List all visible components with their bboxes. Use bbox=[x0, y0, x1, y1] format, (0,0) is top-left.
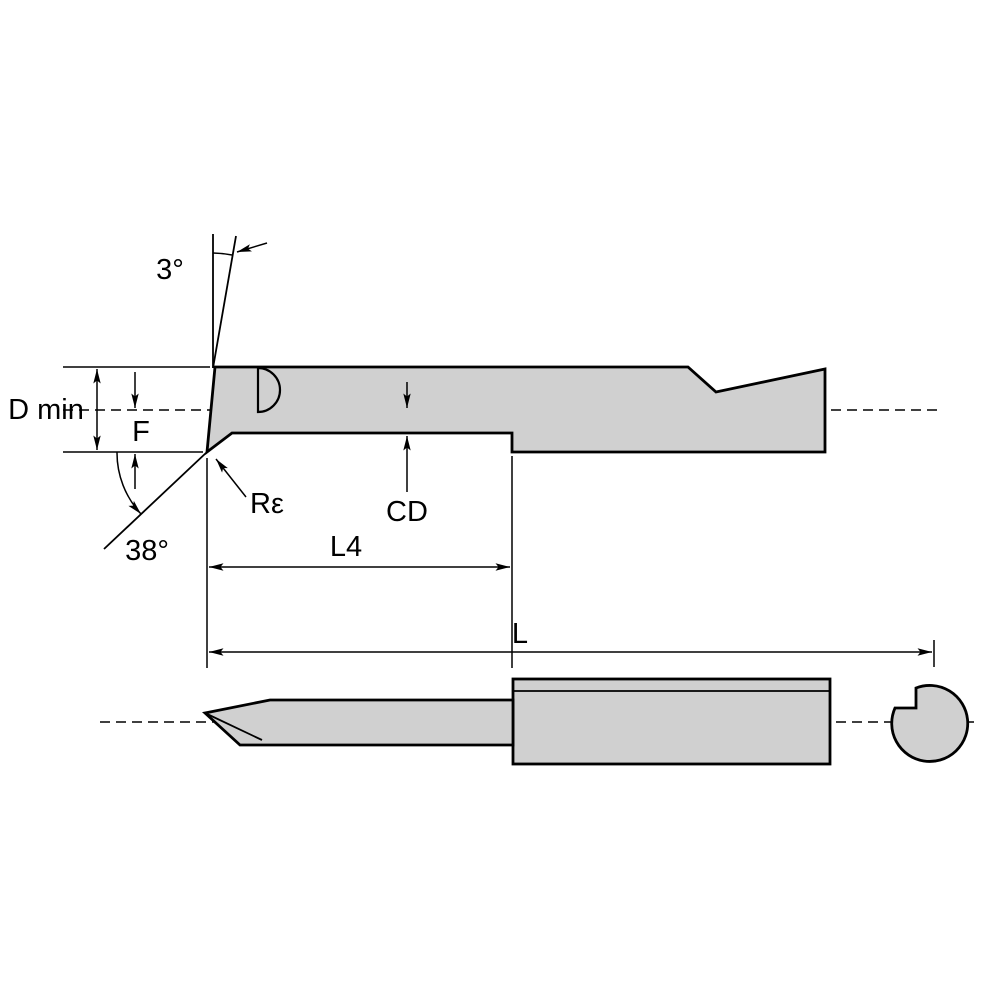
corner-radius-label: Rε bbox=[250, 488, 284, 520]
shank-plan bbox=[511, 677, 832, 766]
lead-angle-label: 38° bbox=[125, 535, 169, 567]
corner-radius-dimension: Rε bbox=[215, 458, 284, 520]
bar-plan bbox=[202, 698, 515, 747]
l-label: L bbox=[512, 618, 528, 650]
relief-angle-arrow bbox=[236, 242, 268, 253]
shank-end-circle bbox=[890, 684, 970, 763]
lead-angle-line bbox=[103, 451, 208, 550]
dmin-label: D min bbox=[8, 394, 84, 426]
dimension-annotations: 3° D min F Rε 38° bbox=[8, 234, 935, 668]
cd-label: CD bbox=[386, 496, 428, 528]
f-dimension: F bbox=[131, 372, 150, 489]
dmin-dimension: D min bbox=[8, 366, 210, 453]
relief-angle-dimension: 3° bbox=[156, 234, 268, 369]
end-view bbox=[890, 684, 970, 763]
l-dimension: L bbox=[209, 618, 935, 667]
chipbreaker-arc bbox=[256, 366, 282, 414]
relief-angle-arc bbox=[212, 252, 233, 256]
lead-angle-dimension: 38° bbox=[103, 451, 208, 567]
lead-angle-arc bbox=[116, 451, 142, 515]
top-view bbox=[100, 677, 975, 766]
relief-face-line bbox=[212, 235, 237, 369]
tip-facet-line bbox=[204, 712, 263, 741]
cd-dimension: CD bbox=[386, 382, 428, 528]
f-label: F bbox=[132, 416, 150, 448]
l4-dimension: L4 bbox=[206, 456, 513, 668]
corner-radius-leader bbox=[215, 458, 247, 498]
l4-label: L4 bbox=[330, 531, 362, 563]
side-view bbox=[63, 365, 940, 456]
relief-angle-label: 3° bbox=[156, 254, 184, 286]
tool-body-profile bbox=[205, 365, 827, 456]
